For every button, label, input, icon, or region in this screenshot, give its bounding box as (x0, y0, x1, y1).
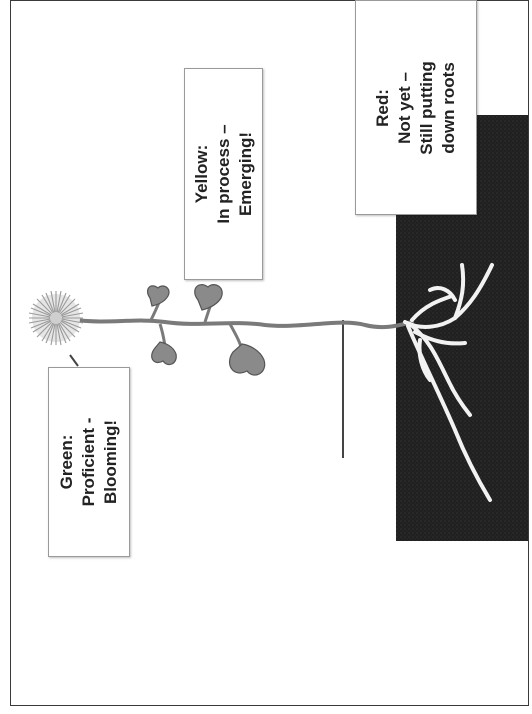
leaf (195, 285, 222, 310)
label-green-proficient: Green: Proficient - Blooming! (48, 367, 130, 557)
label-yellow-in-process: Yellow: In process – Emerging! (184, 68, 263, 280)
label-green-line3: Blooming! (100, 418, 122, 507)
label-green-line1: Green: (56, 418, 78, 507)
leaf (230, 344, 265, 375)
label-red-line4: down roots (438, 61, 460, 154)
label-yellow-line1: Yellow: (191, 124, 213, 223)
label-red-line3: Still putting (416, 61, 438, 154)
plant-stem (75, 320, 412, 327)
flower (29, 291, 83, 345)
label-yellow-line2: In process – (213, 124, 235, 223)
leaf (148, 286, 169, 306)
label-red-line1: Red: (372, 61, 394, 154)
label-green-line2: Proficient - (78, 418, 100, 507)
label-yellow-line3: Emerging! (235, 124, 257, 223)
label-red-line2: Not yet – (394, 61, 416, 154)
leaf (152, 342, 177, 365)
label-red-not-yet: Red: Not yet – Still putting down roots (355, 0, 477, 215)
